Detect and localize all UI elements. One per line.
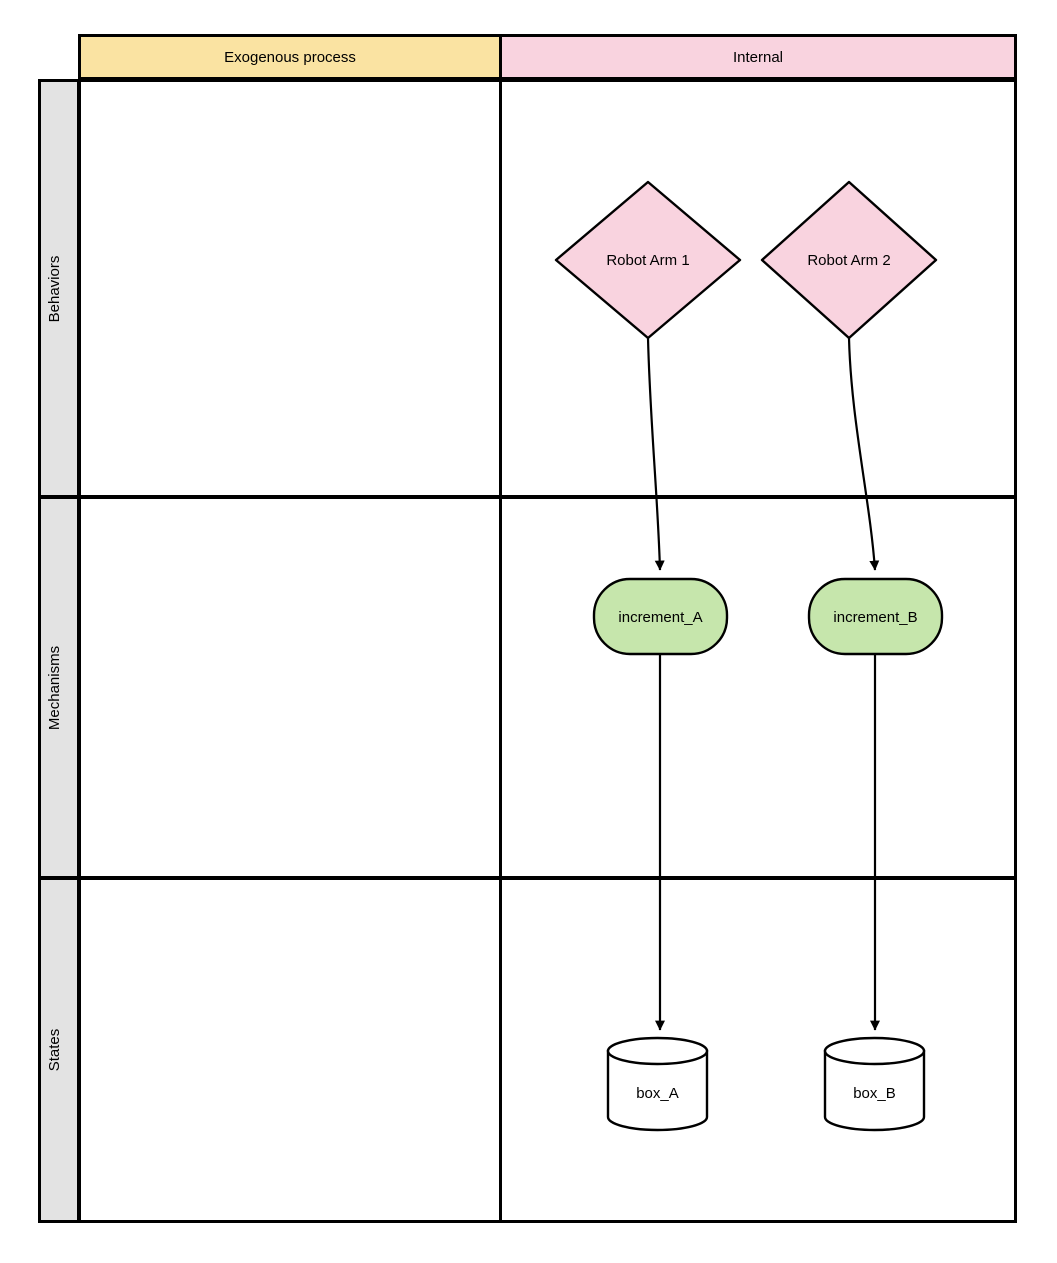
- lane-header-exogenous-process[interactable]: [78, 34, 502, 80]
- cell-states-exogenous: [78, 877, 502, 1223]
- row-label-behaviors: Behaviors: [46, 256, 63, 323]
- increment-a-rounded-rect-shape: [592, 577, 729, 656]
- row-label-column: Behaviors Mechanisms States: [38, 79, 80, 1223]
- increment-b-rounded-rect-shape: [807, 577, 944, 656]
- node-increment-a-label: increment_A: [618, 609, 702, 626]
- lane-header-internal-label: Internal: [733, 49, 783, 66]
- cell-behaviors-internal: [499, 79, 1017, 498]
- node-box-a-label: box_A: [636, 1085, 679, 1102]
- node-box-a[interactable]: box_A: [606, 1036, 709, 1132]
- node-robot-arm-2[interactable]: Robot Arm 2: [760, 180, 938, 340]
- node-layer: Robot Arm 1 Robot Arm 2 increment_A incr…: [554, 180, 944, 1132]
- box-a-cylinder-body: [606, 1049, 709, 1132]
- robot-arm-2-diamond-shape: [760, 180, 938, 340]
- box-b-cylinder-top: [823, 1036, 926, 1066]
- row-label-states: States: [46, 1029, 63, 1072]
- lane-header-internal[interactable]: [499, 34, 1017, 80]
- node-robot-arm-1-label: Robot Arm 1: [606, 252, 689, 269]
- edge-layer: [646, 337, 880, 1031]
- node-increment-a[interactable]: increment_A: [592, 577, 729, 656]
- edge-robot-arm-1-to-increment-a: [646, 337, 665, 571]
- lane-header-exogenous-process-label: Exogenous process: [224, 49, 356, 66]
- cell-mechanisms-exogenous: [78, 496, 502, 879]
- node-increment-b[interactable]: increment_B: [807, 577, 944, 656]
- node-increment-b-label: increment_B: [833, 609, 917, 626]
- node-robot-arm-2-label: Robot Arm 2: [807, 252, 890, 269]
- box-b-cylinder-body: [823, 1049, 926, 1132]
- edge-robot-arm-2-to-increment-b: [847, 337, 880, 571]
- node-robot-arm-1[interactable]: Robot Arm 1: [554, 180, 742, 340]
- robot-arm-1-diamond-shape: [554, 180, 742, 340]
- node-box-b-label: box_B: [853, 1085, 896, 1102]
- grid-body: [78, 79, 1017, 1223]
- cell-behaviors-exogenous: [78, 79, 502, 498]
- row-label-cell-states[interactable]: [38, 877, 80, 1223]
- lane-header-row: Exogenous process Internal: [78, 34, 1017, 80]
- cell-states-internal: [499, 877, 1017, 1223]
- cell-mechanisms-internal: [499, 496, 1017, 879]
- box-a-cylinder-top: [606, 1036, 709, 1066]
- node-box-b[interactable]: box_B: [823, 1036, 926, 1132]
- row-label-mechanisms: Mechanisms: [46, 646, 63, 730]
